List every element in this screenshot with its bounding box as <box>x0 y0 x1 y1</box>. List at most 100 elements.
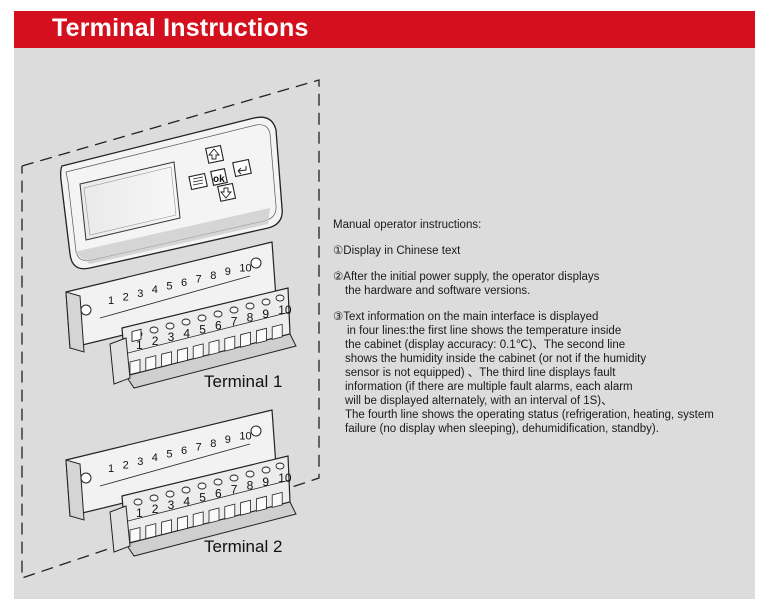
terminal-slot <box>224 503 236 520</box>
terminal-number: 9 <box>262 307 269 321</box>
terminal-slot <box>240 499 251 516</box>
terminal-number: 4 <box>152 284 158 296</box>
terminal-slot <box>145 523 157 540</box>
terminal-slot <box>224 335 236 352</box>
instructions-intro: Manual operator instructions: <box>333 219 482 231</box>
terminal-number: 7 <box>231 483 238 497</box>
instruction-line: the cabinet (display accuracy: 0.1℃)、The… <box>345 339 626 351</box>
terminal-number: 6 <box>181 445 187 457</box>
terminal-slot <box>208 507 220 524</box>
terminal-number: 5 <box>166 281 172 293</box>
terminal-number: 6 <box>181 277 187 289</box>
dashed-frame <box>21 79 320 579</box>
terminal-slot <box>161 351 172 368</box>
terminal-slots <box>129 323 283 544</box>
terminal-number: 4 <box>183 326 190 340</box>
terminal-number: 7 <box>196 273 202 285</box>
terminal-number: 7 <box>231 315 238 329</box>
terminal-number: 1 <box>136 506 143 520</box>
page-title: Terminal Instructions <box>52 14 309 42</box>
instruction-line: the hardware and software versions. <box>345 285 531 297</box>
terminal-number: 5 <box>166 449 172 461</box>
instruction-line: The fourth line shows the operating stat… <box>345 409 714 421</box>
instruction-line: shows the humidity inside the cabinet (o… <box>345 353 647 365</box>
terminal-number: 8 <box>247 311 254 325</box>
instruction-line: will be displayed alternately, with an i… <box>345 395 613 407</box>
terminal-1-label: Terminal 1 <box>204 372 283 391</box>
ok-button[interactable]: ok <box>210 168 228 186</box>
up-button[interactable] <box>205 144 225 164</box>
instruction-line: failure (no display when sleeping), dehu… <box>345 423 659 435</box>
terminal-slot <box>129 526 141 544</box>
svg-text:ok: ok <box>213 174 225 185</box>
terminal-slot <box>256 495 267 512</box>
terminal-number: 8 <box>210 438 216 450</box>
instruction-line: ②After the initial power supply, the ope… <box>333 271 600 283</box>
instruction-line: sensor is not equipped) 、The third line … <box>345 367 616 379</box>
terminal-number: 6 <box>215 319 222 333</box>
instruction-item-1: ①Display in Chinese text <box>333 244 753 258</box>
terminal-slot <box>271 491 283 508</box>
header-bar: Terminal Instructions <box>14 11 755 48</box>
instruction-line: information (if there are multiple fault… <box>345 381 633 393</box>
terminal-number: 5 <box>199 322 206 336</box>
return-button[interactable] <box>232 158 252 178</box>
instruction-line: in four lines:the first line shows the t… <box>347 325 622 337</box>
terminal-number: 8 <box>210 270 216 282</box>
terminal-number: 3 <box>168 330 175 344</box>
terminal-number: 5 <box>199 490 206 504</box>
terminal-slot <box>177 347 188 364</box>
terminal-slot <box>129 358 141 376</box>
terminal-number: 6 <box>215 487 222 501</box>
controller-unit: ok <box>60 116 283 270</box>
terminal-2-label: Terminal 2 <box>204 537 283 556</box>
terminal-slot <box>192 511 204 528</box>
terminal-slot <box>161 519 172 536</box>
terminal-number: 1 <box>108 463 114 475</box>
terminal-slot <box>240 331 251 348</box>
down-button[interactable] <box>217 182 237 202</box>
down-arrow-icon <box>220 187 232 199</box>
terminal-number: 10 <box>239 431 251 443</box>
terminal-number: 1 <box>136 338 143 352</box>
terminal-number: 10 <box>239 263 251 275</box>
terminal-number: 2 <box>123 291 129 303</box>
instruction-item-3: ③Text information on the main interface … <box>333 310 753 436</box>
instructions-text: Manual operator instructions: ①Display i… <box>333 218 753 448</box>
content-panel: ok <box>14 48 755 599</box>
screw-row-2 <box>133 462 285 506</box>
terminal-number: 3 <box>168 498 175 512</box>
menu-icon <box>192 176 204 186</box>
instruction-line: ③Text information on the main interface … <box>333 311 599 323</box>
lcd-display <box>79 161 181 241</box>
terminal-number: 1 <box>108 295 114 307</box>
terminal-number: 4 <box>183 494 190 508</box>
menu-button[interactable] <box>188 172 208 191</box>
terminal-slots-1 <box>131 328 142 343</box>
terminal-number: 9 <box>225 266 231 278</box>
up-arrow-icon <box>208 148 220 160</box>
instruction-item-2: ②After the initial power supply, the ope… <box>333 270 753 298</box>
terminal-number: 2 <box>152 502 159 516</box>
return-icon <box>237 166 247 175</box>
terminal-number: 2 <box>123 459 129 471</box>
terminal-slot <box>177 515 188 532</box>
wiring-illustration: ok <box>21 79 320 579</box>
terminal-number: 2 <box>152 334 159 348</box>
terminal-slot <box>208 339 220 356</box>
terminal-slot <box>145 355 157 372</box>
terminal-slot <box>256 327 267 344</box>
terminal-number: 3 <box>137 288 143 300</box>
terminal-number: 4 <box>152 452 158 464</box>
terminal-slot <box>271 323 283 340</box>
terminal-number: 9 <box>225 434 231 446</box>
terminal-number: 10 <box>278 471 292 485</box>
terminal-slot <box>192 343 204 360</box>
instruction-line: ①Display in Chinese text <box>333 245 461 257</box>
terminal-number: 9 <box>262 475 269 489</box>
terminal-number: 8 <box>247 479 254 493</box>
